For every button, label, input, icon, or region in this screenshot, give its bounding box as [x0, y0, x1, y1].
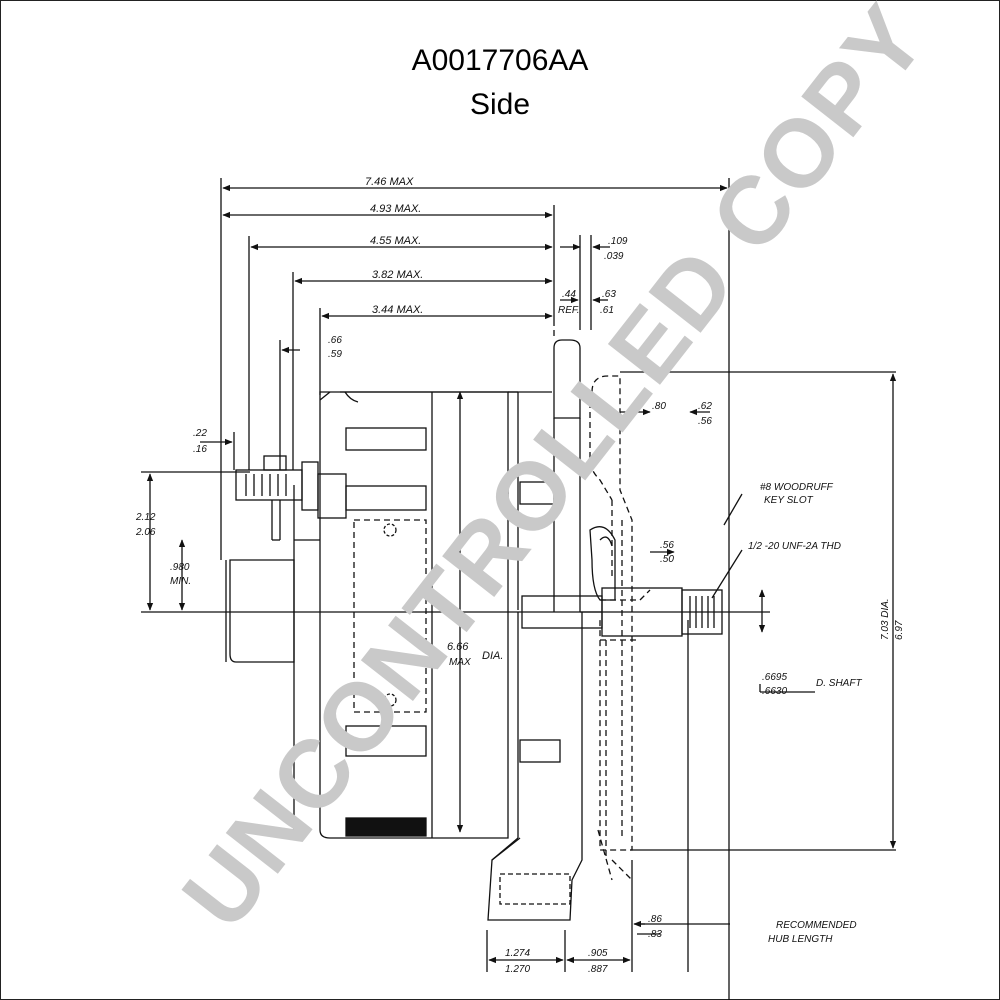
part-number-title: A0017706AA	[411, 44, 589, 77]
dim-4-93: 4.93 MAX.	[370, 203, 421, 215]
dim-overall: 7.46 MAX	[365, 176, 414, 188]
dim-min: MIN.	[170, 576, 191, 587]
dim-0-56: .56	[698, 416, 712, 427]
dim-0-62: .62	[698, 401, 712, 412]
dim-0-887: .887	[588, 964, 608, 975]
dim-1-274: 1.274	[505, 948, 530, 959]
hidden-lines	[353, 320, 651, 881]
dim-0-6630: .6630	[762, 686, 787, 697]
note-thread: 1/2 -20 UNF-2A THD	[748, 541, 841, 552]
dim-0-905: .905	[588, 948, 608, 959]
dim-max: MAX	[449, 657, 471, 668]
dim-0-59: .59	[328, 349, 342, 360]
dim-0-83: .83	[648, 929, 662, 940]
dimension-labels: 7.46 MAX 4.93 MAX. 4.55 MAX. 3.82 MAX. 3…	[135, 176, 905, 975]
alternator-housing	[225, 391, 552, 839]
dim-6-97: 6.97	[894, 620, 905, 640]
dim-0-6695: .6695	[762, 672, 787, 683]
dim-4-55: 4.55 MAX.	[370, 235, 421, 247]
dim-0-22: .22	[193, 428, 207, 439]
dim-0-63: .63	[602, 289, 616, 300]
view-subtitle: Side	[469, 88, 531, 121]
dim-0-80: .80	[652, 401, 666, 412]
dim-0-980: .980	[170, 562, 190, 573]
note-woodruff-line2: KEY SLOT	[764, 495, 814, 506]
note-hub-line1: RECOMMENDED	[776, 920, 857, 931]
watermark: UNCONTROLLED COPY	[162, 0, 947, 948]
dim-0-039: .039	[604, 251, 624, 262]
dim-0-66: .66	[328, 335, 342, 346]
dim-0-50: .50	[660, 554, 674, 565]
dim-2-06: 2.06	[135, 527, 156, 538]
notes: #8 WOODRUFF KEY SLOT 1/2 -20 UNF-2A THD …	[748, 482, 857, 945]
dim-3-44: 3.44 MAX.	[372, 304, 423, 316]
shaft	[521, 526, 723, 637]
dim-2-12: 2.12	[135, 512, 156, 523]
dim-0-86: .86	[648, 914, 662, 925]
dimension-lines	[146, 184, 897, 964]
dim-dia: DIA.	[482, 650, 503, 662]
stator-slots	[345, 427, 571, 905]
note-woodruff-line1: #8 WOODRUFF	[760, 482, 834, 493]
dim-0-16: .16	[193, 444, 207, 455]
note-hub-line2: HUB LENGTH	[768, 934, 833, 945]
dim-ref: REF.	[558, 305, 580, 316]
mounting-bracket	[487, 339, 583, 921]
dim-7-03: 7.03 DIA.	[880, 598, 891, 640]
dim-1-270: 1.270	[505, 964, 530, 975]
dim-0-44: .44	[562, 289, 576, 300]
dim-0-61: .61	[600, 305, 614, 316]
dim-0-56-b: .56	[660, 540, 674, 551]
dim-0-109: .109	[608, 236, 628, 247]
terminal-stud	[235, 455, 347, 541]
extension-lines	[141, 178, 896, 1000]
dim-3-82: 3.82 MAX.	[372, 269, 423, 281]
dim-shaft: D. SHAFT	[816, 678, 862, 689]
dim-6-66: 6.66	[447, 641, 469, 653]
